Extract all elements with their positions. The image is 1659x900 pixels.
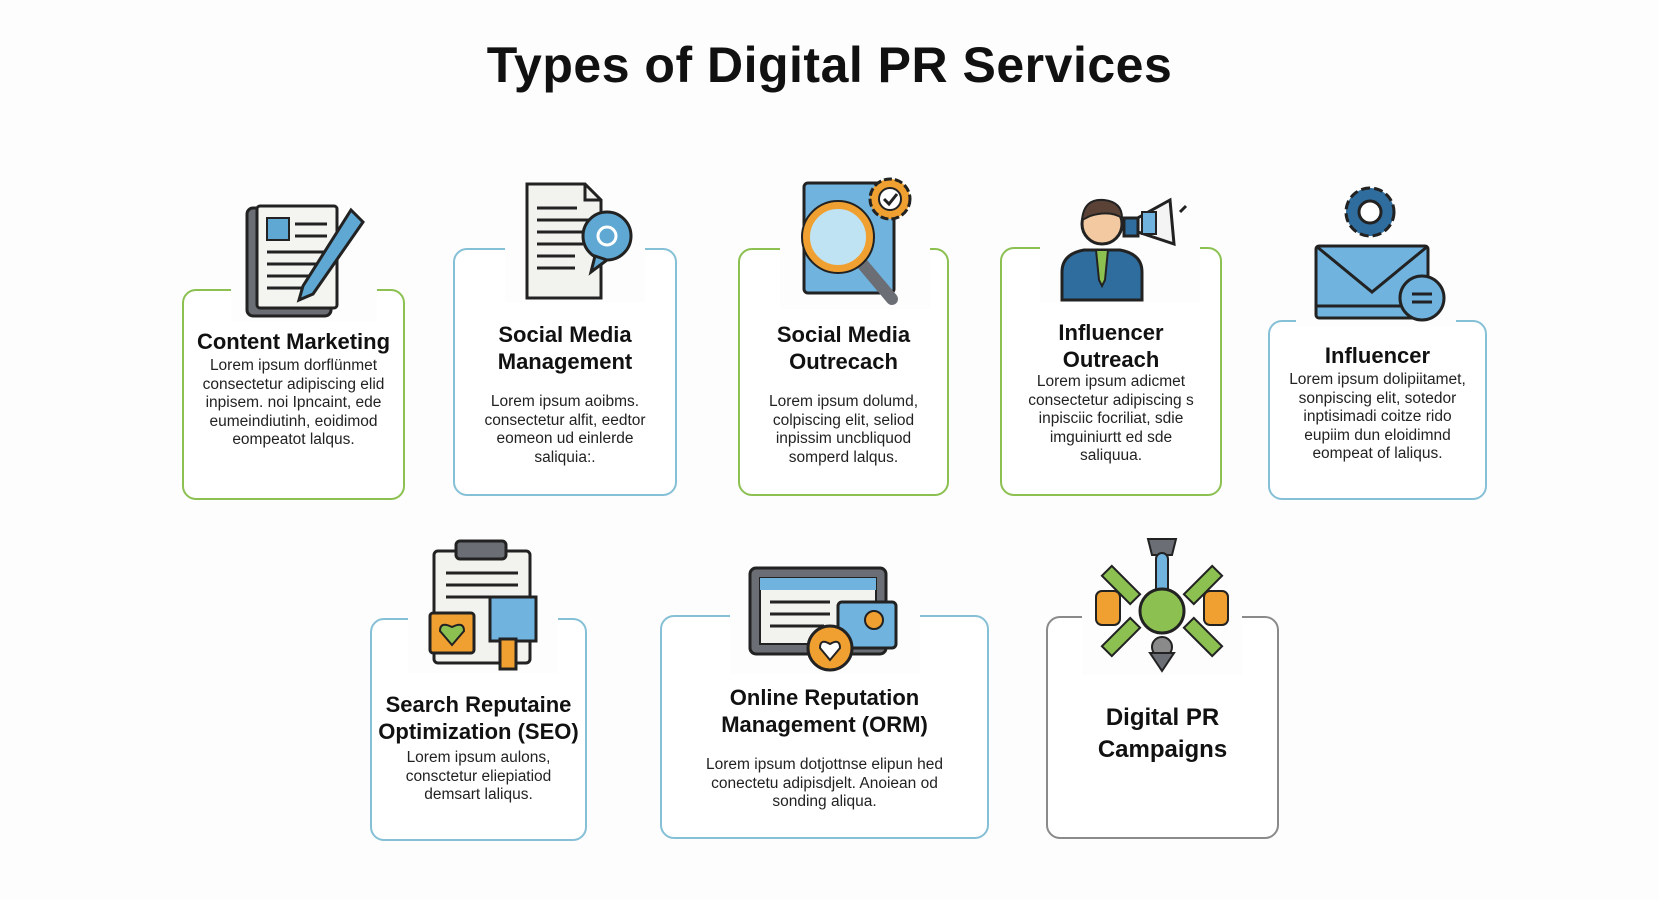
body-line: inpissim uncbliquod [775, 430, 912, 447]
body-line: Lorem ipsum adicmet [1036, 373, 1186, 390]
card-body: Lorem ipsum dotjottnse elipun hed conect… [662, 756, 987, 812]
card-title: Digital PR Campaigns [1048, 702, 1277, 766]
clipboard-heart-icon [408, 535, 558, 673]
title-line: Optimization (SEO) [378, 719, 579, 744]
body-line: demsart laliqus. [424, 786, 533, 803]
card-title: Content Marketing [196, 329, 391, 354]
body-line: Lorem ipsum dorflünmet [209, 357, 378, 374]
title-line: Campaigns [1097, 736, 1228, 763]
body-line: Lorem ipsum dotjottnse elipun hed [706, 756, 943, 773]
body-line: sonding aliqua. [772, 793, 877, 810]
body-line: inpisciic focriliat, sdie [1038, 410, 1184, 427]
body-line: eumeindiutinh, eoidimod [209, 412, 378, 430]
title-line: Outrecach [789, 349, 898, 374]
card-body: Lorem ipsum dolipiitamet, sonpiscing eli… [1270, 371, 1485, 464]
title-line: Search Reputaine [385, 692, 572, 717]
body-line: Lorem ipsum aoibms. [490, 393, 640, 410]
title-line: Social Media [498, 322, 632, 347]
body-line: consectetur alfit, eedtor [484, 411, 646, 429]
body-line: inptisimadi coitze rido [1303, 408, 1452, 425]
card-body: Lorem ipsum dolumd, colpiscing elit, sel… [740, 393, 947, 467]
body-line: consectetur adipiscing s [1028, 391, 1194, 409]
title-line: Management (ORM) [721, 712, 928, 737]
body-line: eompeatot lalqus. [232, 431, 355, 448]
body-line: Lorem ipsum dolumd, [768, 393, 919, 410]
body-line: conectetu adipisdjelt. Anoiean od [711, 774, 938, 792]
body-line: eomeon ud einlerde [496, 430, 634, 447]
card-title: Influencer [1324, 343, 1431, 368]
body-line: saliquia:. [534, 448, 596, 466]
body-line: eompeat of laliqus. [1312, 445, 1443, 462]
title-line: Influencer [1058, 320, 1164, 345]
body-line: colpiscing elit, seliod [772, 411, 915, 429]
card-body: Lorem ipsum aulons, consctetur eliepiati… [372, 749, 585, 805]
card-content-marketing: Content Marketing Lorem ipsum dorflünmet… [182, 289, 405, 500]
body-line: saliquua. [1079, 447, 1143, 464]
body-line: eupiim dun eloidimnd [1304, 426, 1451, 444]
body-line: sonpiscing elit, sotedor [1298, 389, 1457, 407]
document-pencil-icon [231, 204, 377, 322]
title-line: Outreach [1062, 347, 1160, 372]
envelope-gear-icon [1296, 180, 1456, 326]
body-line: Lorem ipsum aulons, [406, 749, 551, 766]
card-body: Lorem ipsum adicmet consectetur adipisci… [1002, 373, 1220, 466]
body-line: inpisem. noi Ipncaint, ede [205, 394, 382, 411]
page-title: Types of Digital PR Services [486, 37, 1173, 93]
title-line: Social Media [776, 322, 911, 347]
body-line: imguiniurtt ed sde [1049, 428, 1173, 446]
body-line: somperd lalqus. [788, 448, 899, 466]
title-line: Digital PR [1105, 704, 1220, 731]
title-line: Online Reputation [729, 685, 920, 710]
title-line: Management [497, 349, 633, 374]
network-hub-icon [1082, 535, 1242, 675]
card-influencer: Influencer Lorem ipsum dolipiitamet, son… [1268, 320, 1487, 500]
body-line: Lorem ipsum dolipiitamet, [1289, 371, 1466, 388]
card-body: Lorem ipsum dorflünmet consectetur adipi… [184, 357, 403, 450]
body-line: consctetur eliepiatiod [405, 767, 552, 785]
monitor-heart-icon [730, 564, 920, 674]
body-line: consectetur adipiscing elid [202, 375, 385, 393]
person-megaphone-icon [1040, 190, 1200, 302]
card-body: Lorem ipsum aoibms. consectetur alfit, e… [455, 393, 675, 467]
document-chat-icon [505, 180, 645, 302]
magnifier-gear-icon [780, 173, 930, 309]
